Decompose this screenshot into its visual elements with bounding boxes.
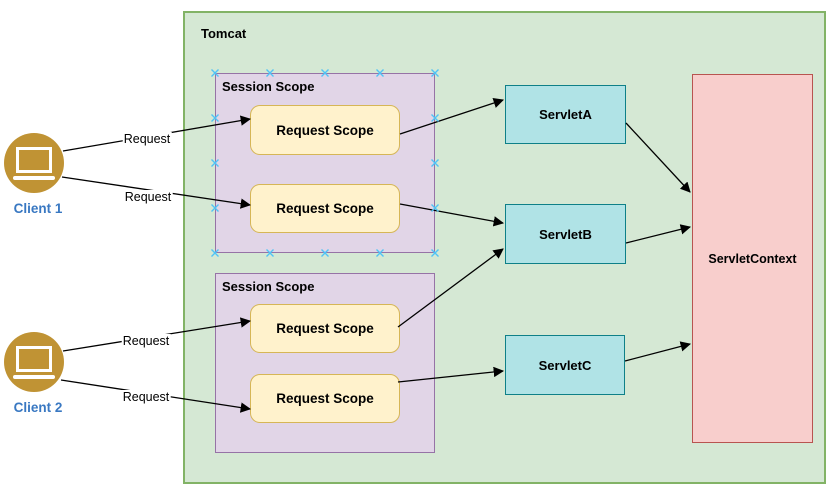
- edge-label-request-1: Request: [122, 132, 172, 146]
- session-scope-2[interactable]: Session Scope: [215, 273, 435, 453]
- monitor-icon: [16, 345, 52, 372]
- request-scope-2b[interactable]: Request Scope: [250, 374, 400, 423]
- monitor-base: [13, 175, 55, 180]
- edge-label-request-2: Request: [123, 190, 173, 204]
- request-scope-1a[interactable]: Request Scope: [250, 105, 400, 155]
- servlet-b-box[interactable]: ServletB: [505, 204, 626, 264]
- session-scope-1-label: Session Scope: [222, 79, 315, 94]
- edge-label-request-3: Request: [121, 334, 171, 348]
- session-scope-2-label: Session Scope: [222, 279, 315, 294]
- servlet-c-box[interactable]: ServletC: [505, 335, 625, 395]
- client-2-label: Client 2: [13, 400, 63, 415]
- client-1-icon[interactable]: [4, 133, 64, 193]
- servlet-a-box[interactable]: ServletA: [505, 85, 626, 144]
- monitor-icon: [16, 146, 52, 173]
- monitor-base: [13, 374, 55, 379]
- client-2-icon[interactable]: [4, 332, 64, 392]
- edge-label-request-4: Request: [121, 390, 171, 404]
- servlet-context-box[interactable]: ServletContext: [692, 74, 813, 443]
- client-1-label: Client 1: [13, 201, 63, 216]
- request-scope-1b[interactable]: Request Scope: [250, 184, 400, 233]
- request-scope-2a[interactable]: Request Scope: [250, 304, 400, 353]
- tomcat-label: Tomcat: [201, 26, 247, 41]
